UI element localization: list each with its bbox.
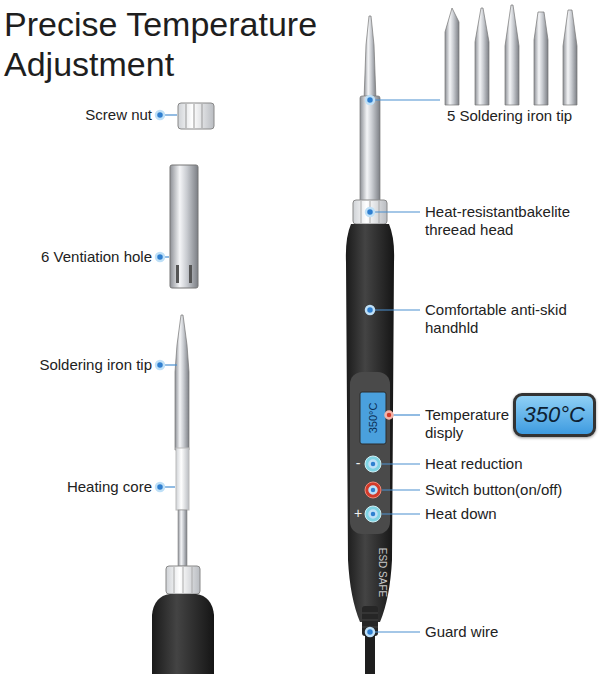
part-label: Temperature disply	[425, 406, 519, 442]
display-readout: 350°C	[524, 402, 585, 428]
part-label: Guard wire	[425, 623, 595, 641]
heating-core	[152, 448, 214, 674]
button-sign: -	[356, 455, 361, 472]
part-label: 5 Soldering iron tip	[447, 107, 597, 125]
loose-tip	[175, 315, 189, 450]
title: Precise Temperature Adjustment	[4, 4, 376, 84]
sleeve	[170, 165, 198, 288]
part-label: Comfortable anti-skid handhld	[425, 301, 593, 337]
part-label: Heat down	[425, 505, 595, 523]
display-inset: 350°C	[513, 393, 596, 437]
button-sign: +	[354, 505, 362, 522]
handle-print: ESD SAFE	[377, 547, 390, 596]
main-iron	[346, 16, 394, 674]
part-label: Switch button(on/off)	[425, 481, 597, 499]
part-label: Screw nut	[2, 106, 152, 124]
part-label: Heat reduction	[425, 455, 595, 473]
part-label: 6 Ventiation hole	[2, 248, 152, 266]
screw-nut	[178, 103, 214, 129]
part-label: Heat-resistantbakelite threead head	[425, 203, 593, 239]
tip-set	[445, 5, 577, 105]
leader-lines	[160, 100, 440, 632]
part-label: Soldering iron tip	[2, 356, 152, 374]
part-label: Heating core	[2, 478, 152, 496]
lcd-readout: 350°C	[366, 403, 380, 434]
leader-dots	[156, 96, 393, 636]
